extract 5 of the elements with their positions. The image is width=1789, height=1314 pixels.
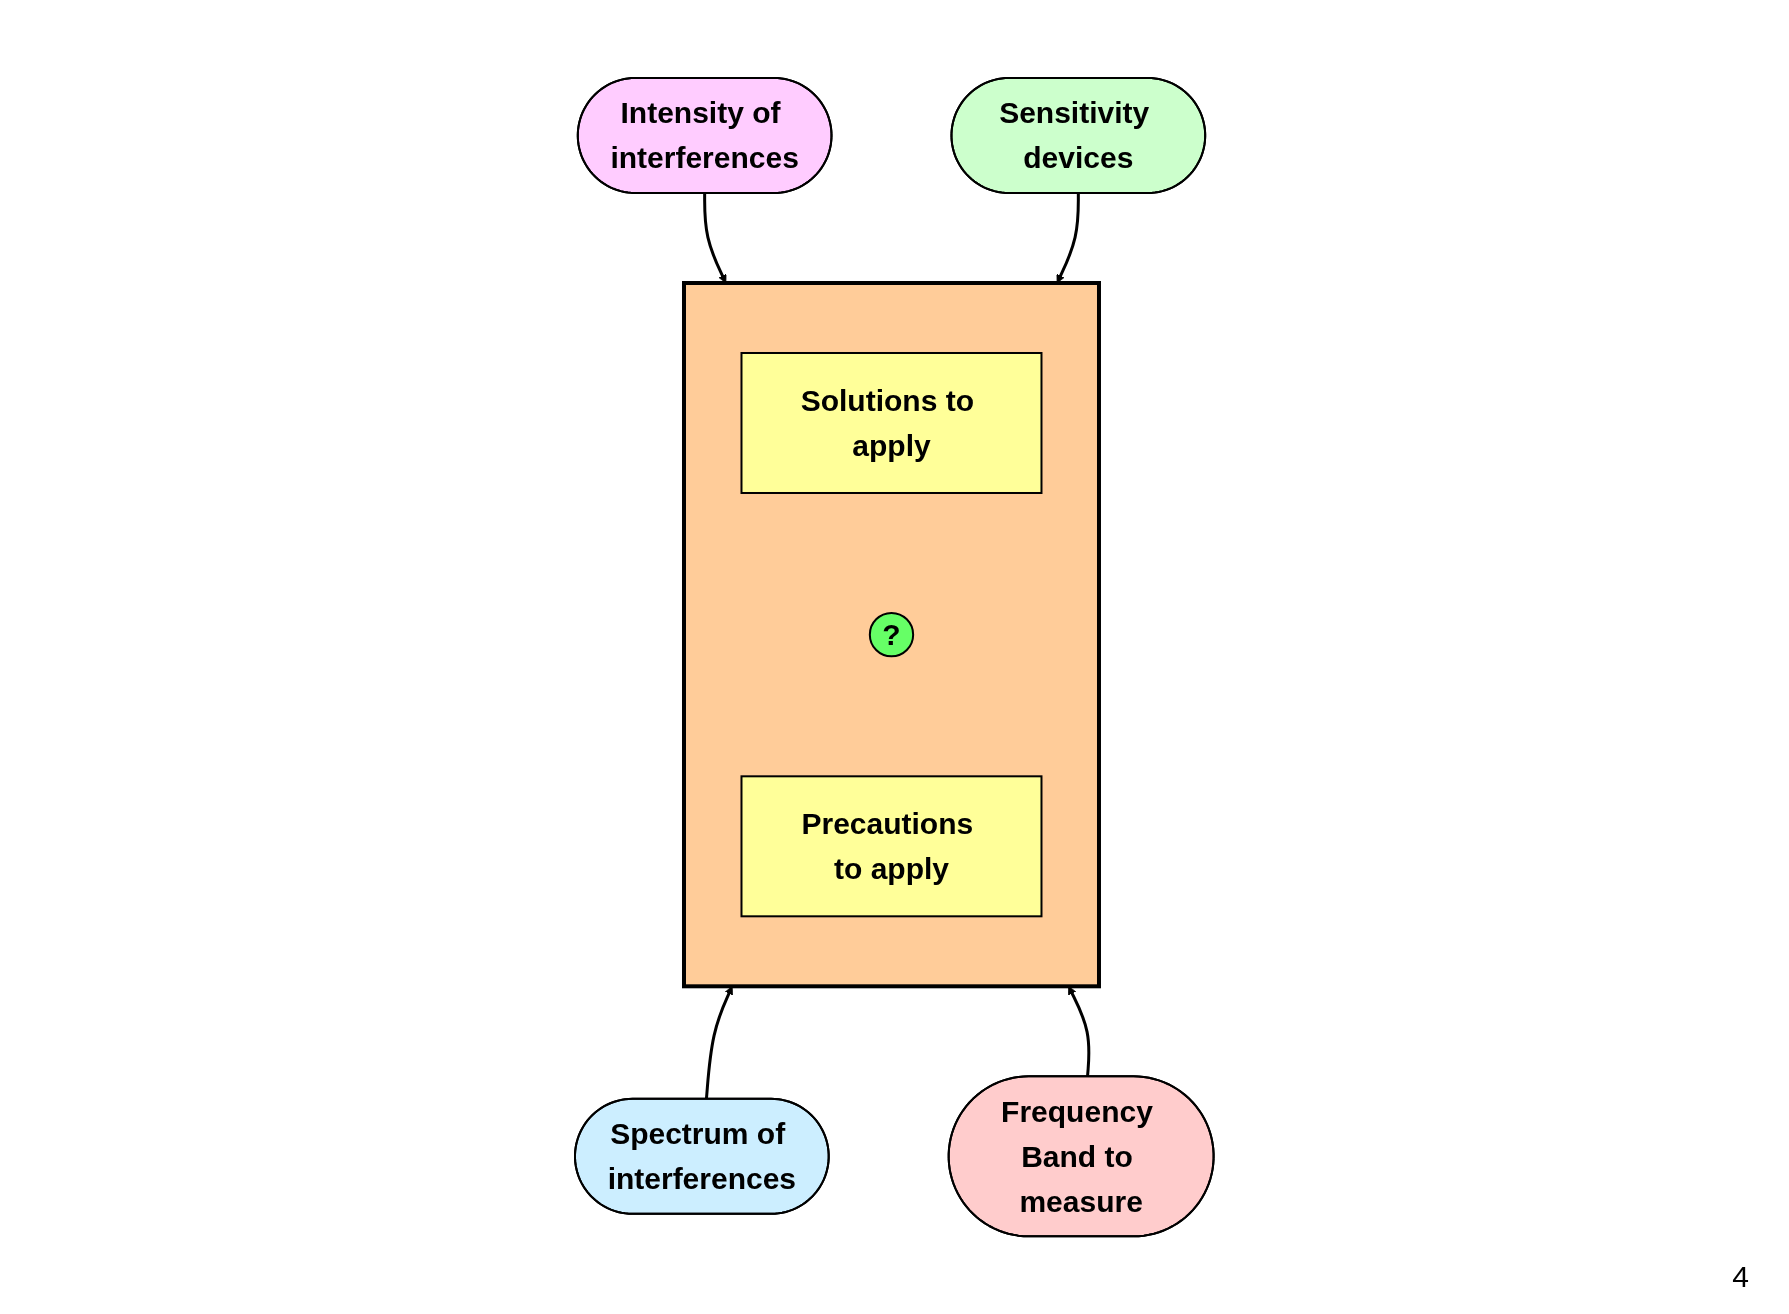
node-box: Precautions to apply: [740, 775, 1043, 918]
node-circle: ?: [869, 611, 915, 658]
page-number: 4: [1732, 1260, 1749, 1294]
cluster: [682, 280, 1102, 989]
node-box: Solutions to apply: [740, 351, 1043, 494]
